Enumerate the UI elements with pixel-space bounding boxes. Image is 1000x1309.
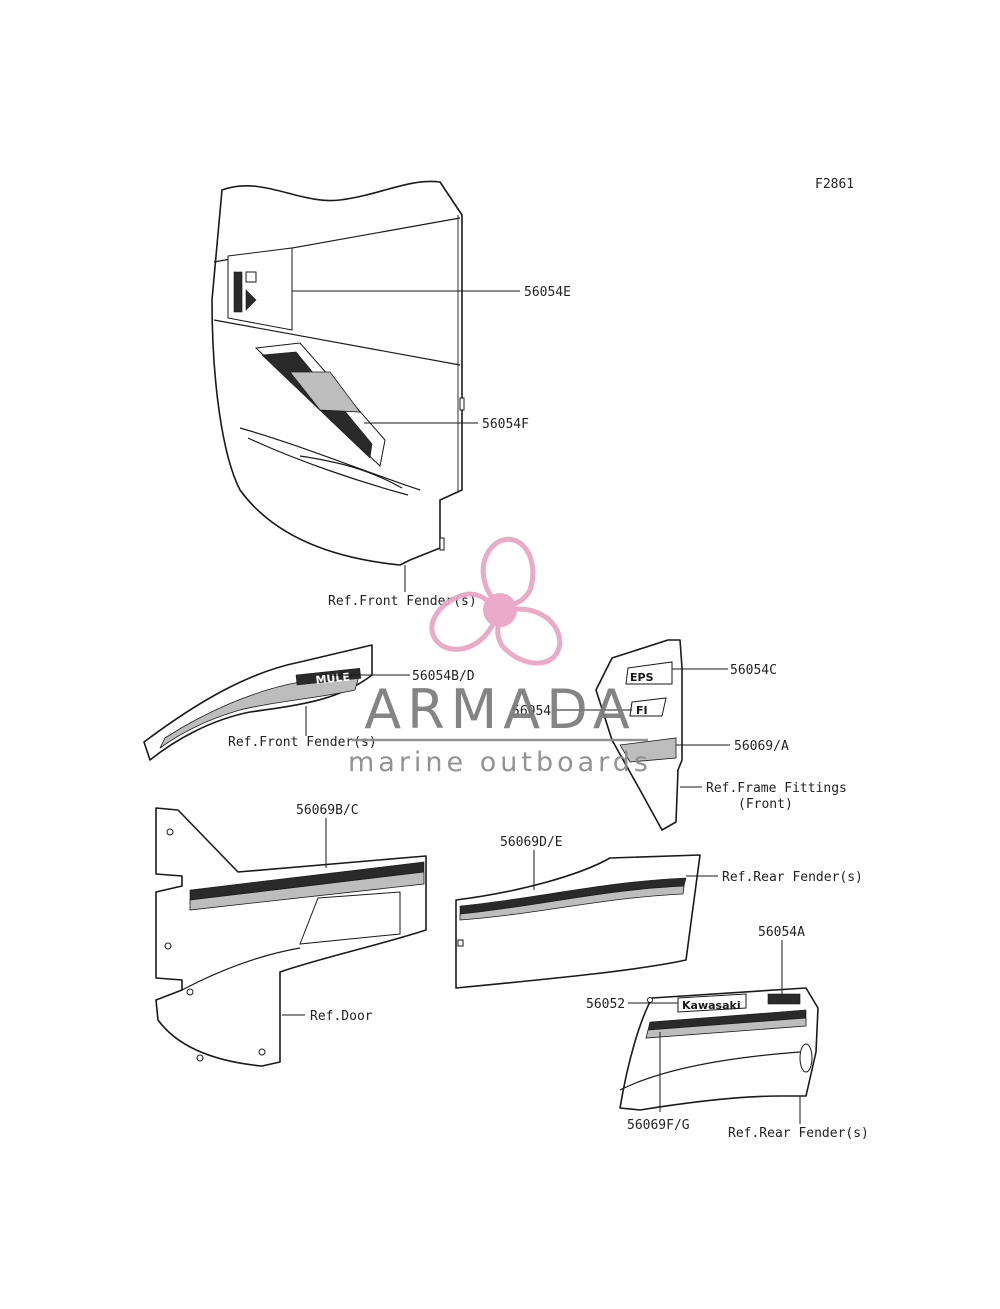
label-56052: 56052	[586, 997, 625, 1012]
label-ref-frame-fittings: Ref.Frame Fittings	[706, 781, 847, 796]
watermark-tagline: marine outboards	[348, 747, 652, 778]
front-cowl-panel	[211, 180, 465, 566]
decal-text-fi: FI	[636, 704, 648, 717]
label-56054BD: 56054B/D	[412, 669, 475, 684]
label-56054: 56054	[512, 704, 551, 719]
label-56069A: 56069/A	[734, 739, 789, 754]
label-ref-front-fender-1: Ref.Front Fender(s)	[328, 594, 477, 609]
label-56069DE: 56069D/E	[500, 835, 563, 850]
decal-text-kawasaki: Kawasaki	[682, 999, 741, 1012]
label-56054A: 56054A	[758, 925, 805, 940]
label-ref-rear-fender-2: Ref.Rear Fender(s)	[728, 1126, 869, 1141]
figure-code: F2861	[815, 177, 854, 192]
label-56069FG: 56069F/G	[627, 1118, 690, 1133]
label-56054F: 56054F	[482, 417, 529, 432]
label-56069BC: 56069B/C	[296, 803, 359, 818]
label-56054C: 56054C	[730, 663, 777, 678]
watermark-brand: ARMADA	[364, 678, 636, 741]
watermark: ARMADA marine outboards	[348, 537, 652, 778]
label-ref-front-fender-2: Ref.Front Fender(s)	[228, 735, 377, 750]
frame-fitting-panel: EPS FI	[595, 639, 683, 831]
rear-fender-side: Kawasaki	[619, 987, 819, 1111]
label-ref-rear-fender-1: Ref.Rear Fender(s)	[722, 870, 863, 885]
decal-56054E	[227, 247, 293, 331]
label-ref-frame-fittings-sub: (Front)	[738, 797, 793, 812]
label-56054E: 56054E	[524, 285, 571, 300]
propeller-icon	[429, 537, 563, 666]
rear-fender-panel	[455, 854, 701, 989]
decal-text-eps: EPS	[630, 671, 654, 684]
label-ref-door: Ref.Door	[310, 1009, 373, 1024]
door-panel	[155, 807, 427, 1067]
front-fender-strip: MULE	[143, 644, 373, 761]
decal-56054F	[254, 342, 386, 467]
